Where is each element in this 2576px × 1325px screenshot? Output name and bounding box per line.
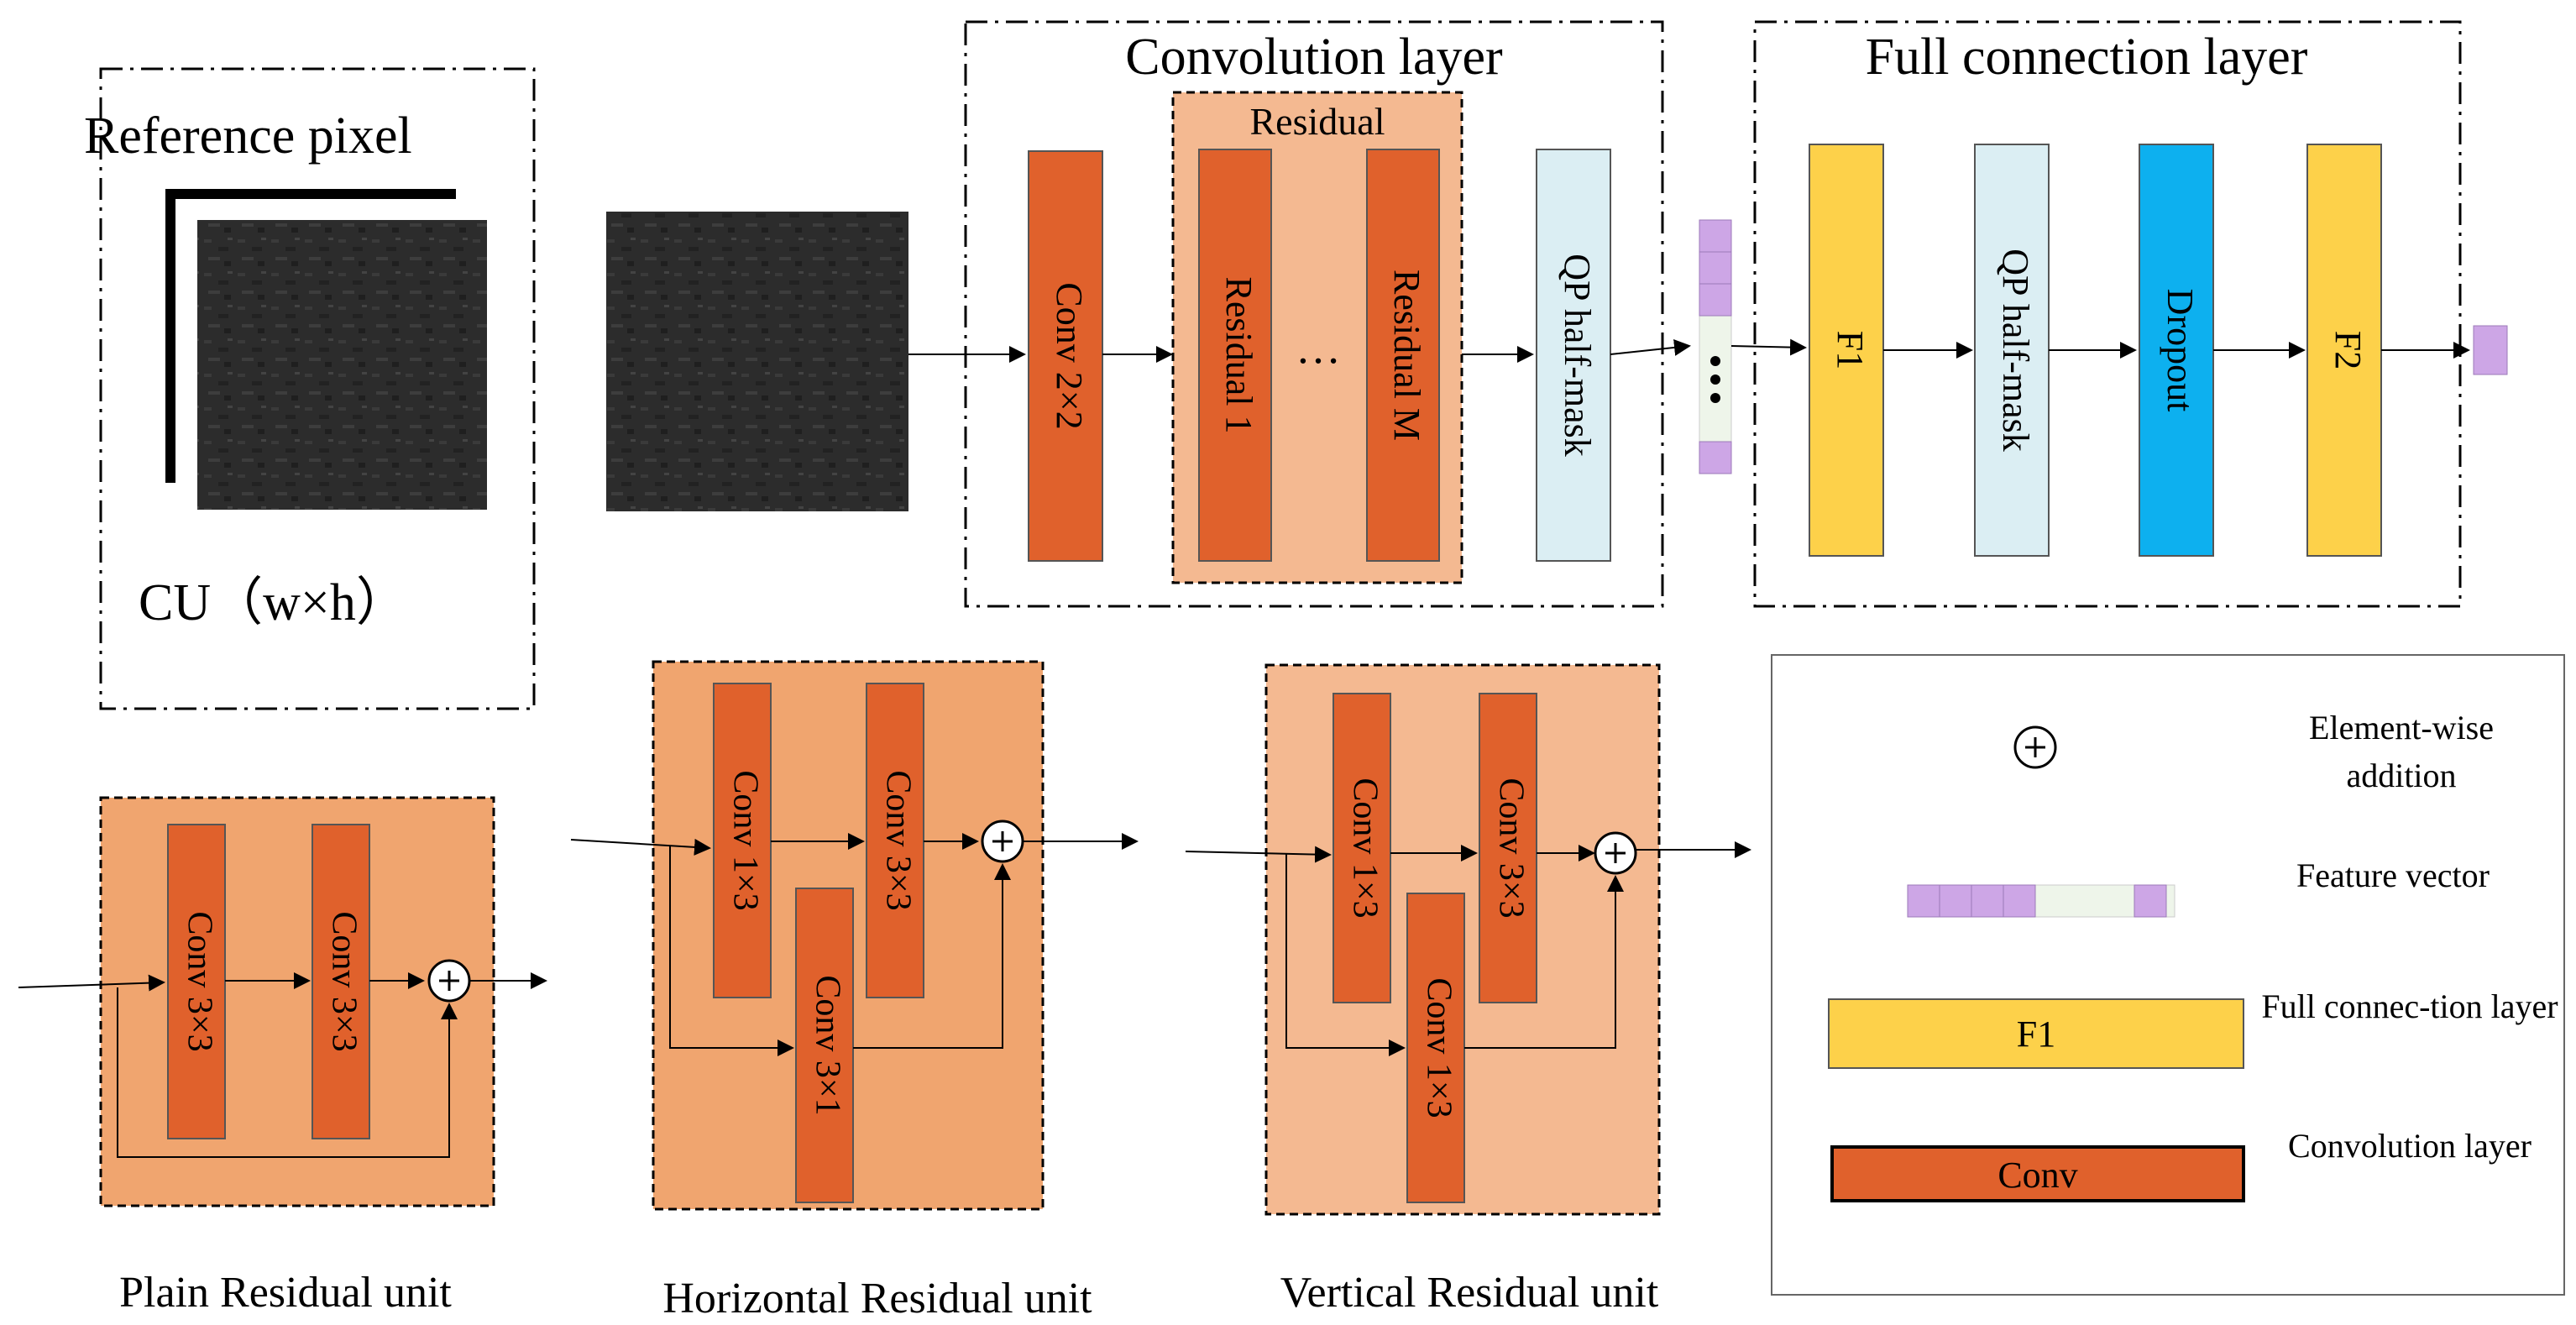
- vertical-conv-c-label: Conv 1×3: [1419, 977, 1458, 1118]
- reference-pixel-label: Reference pixel: [84, 107, 412, 165]
- plain-skip-path: [117, 987, 458, 1158]
- f1-label: F1: [1830, 331, 1871, 369]
- cu-image: [197, 220, 487, 510]
- horizontal-caption: Horizontal Residual unit: [662, 1275, 1092, 1322]
- legend-fc-sample-label: F1: [2017, 1013, 2055, 1055]
- vertical-branch-path: [1285, 853, 1406, 1056]
- legend-feature-cell: [2134, 884, 2167, 918]
- vertical-input-arrow: [1185, 846, 1332, 863]
- vertical-conv-a: [1333, 693, 1391, 1003]
- qp-half-mask-conv-label: QP half-mask: [1557, 254, 1598, 457]
- convolution-title: Convolution layer: [1125, 29, 1503, 86]
- legend-fc-box: Full connec-tion layer: [2261, 987, 2558, 1025]
- horizontal-branch-path: [669, 846, 794, 1056]
- plain-caption: Plain Residual unit: [119, 1269, 452, 1317]
- residual-group-label: Residual: [1250, 100, 1385, 143]
- legend-conv-sample-label: Conv: [1997, 1155, 2077, 1196]
- feature-cell: [1699, 441, 1732, 474]
- horizontal-conv-c-label: Conv 3×1: [808, 975, 846, 1115]
- plain-input-arrow: [18, 974, 165, 992]
- feature-cell: [1699, 251, 1732, 285]
- output-feature: [2473, 325, 2508, 375]
- horizontal-conv-a-label: Conv 1×3: [725, 770, 764, 910]
- legend: Element-wise addition Feature vector F1 …: [1771, 654, 2565, 1296]
- fc-title: Full connection layer: [1866, 29, 2308, 86]
- convolution-section: Convolution layer Conv 2×2 Residual Resi…: [908, 20, 1691, 608]
- legend-fc-sample: [1828, 998, 2244, 1069]
- residual-m-block: [1366, 149, 1440, 562]
- horizontal-conv-c: [795, 888, 854, 1203]
- cu-label: CU（w×h）: [139, 574, 408, 631]
- arrow-mask-to-feature: [1610, 338, 1691, 356]
- plain-unit-frame: [99, 796, 495, 1207]
- qp-half-mask-conv-block: [1536, 149, 1611, 562]
- input-frame: [99, 67, 536, 710]
- legend-fc-text: Full connec-tion layer: [2261, 987, 2558, 1025]
- plain-residual-unit: Conv 3×3 Conv 3×3 Plain Residual unit: [18, 796, 547, 1317]
- dropout-block: [2139, 144, 2214, 557]
- fc-section: Full connection layer F1 QP half-mask Dr…: [1753, 20, 2508, 608]
- vertical-conv-a-label: Conv 1×3: [1345, 778, 1384, 918]
- residual-m-label: Residual M: [1386, 270, 1427, 441]
- vertical-add-icon: [1605, 843, 1626, 863]
- feature-cell: [1699, 219, 1732, 253]
- vertical-residual-unit: Conv 1×3 Conv 3×3 Conv 1×3 Vertical Resi…: [1185, 663, 1751, 1317]
- residual-1-block: [1198, 149, 1272, 562]
- horizontal-add-icon: [992, 831, 1013, 851]
- reference-pixel-top-bar: [165, 189, 456, 199]
- feature-dot: [1710, 393, 1720, 403]
- feature-vector: [1699, 219, 1807, 474]
- qp-half-mask-fc-label: QP half-mask: [1995, 249, 2036, 452]
- legend-addition-text: Element-wise addition: [2309, 709, 2494, 794]
- residual-ellipsis: …: [1296, 322, 1341, 373]
- feature-dot: [1710, 374, 1720, 385]
- fc-frame: [1753, 20, 2462, 608]
- legend-conv-text: Convolution layer: [2288, 1127, 2531, 1165]
- conv-2x2-block: [1028, 150, 1103, 562]
- input-section: Reference pixel CU（w×h）: [84, 67, 908, 710]
- vertical-caption: Vertical Residual unit: [1280, 1269, 1659, 1317]
- vertical-conv-b: [1479, 693, 1537, 1003]
- cu-image-copy: [606, 212, 908, 511]
- feature-cell: [1699, 283, 1732, 317]
- horizontal-residual-unit: Conv 1×3 Conv 3×3 Conv 3×1 Horizontal Re…: [570, 660, 1139, 1322]
- legend-feature-cell: [1939, 884, 1972, 918]
- horizontal-conv-a: [713, 683, 772, 998]
- vertical-conv-b-label: Conv 3×3: [1491, 778, 1530, 918]
- legend-feature-vector: [1907, 884, 2175, 918]
- plain-conv-b-label: Conv 3×3: [324, 911, 363, 1051]
- f1-block: [1809, 144, 1884, 557]
- legend-feature-cell: [1971, 884, 2004, 918]
- residual-1-label: Residual 1: [1218, 277, 1259, 434]
- vertical-conv-c: [1406, 893, 1465, 1203]
- legend-feature-text: Feature vector: [2296, 856, 2490, 894]
- horizontal-input-arrow: [570, 838, 711, 856]
- reference-pixel-left-bar: [165, 189, 175, 483]
- plain-conv-a-label: Conv 3×3: [180, 911, 218, 1051]
- legend-feature-box: Feature vector: [2296, 856, 2490, 894]
- vertical-merge-path: [1464, 875, 1624, 1049]
- legend-conv-box: Convolution layer: [2288, 1127, 2531, 1165]
- qp-half-mask-fc-block: [1974, 144, 2050, 557]
- f2-label: F2: [2327, 331, 2369, 369]
- feature-dot: [1710, 356, 1720, 366]
- convolution-frame: [964, 20, 1664, 608]
- plain-conv-b: [312, 824, 370, 1139]
- arrow-feature-to-fc: [1730, 338, 1807, 356]
- legend-feature-cell: [1907, 884, 1940, 918]
- horizontal-conv-b-label: Conv 3×3: [878, 770, 917, 910]
- conv-2x2-label: Conv 2×2: [1049, 282, 1090, 429]
- plain-add-icon: [439, 971, 459, 991]
- legend-feature-cell: [2003, 884, 2036, 918]
- dropout-label: Dropout: [2160, 289, 2201, 412]
- legend-plus-icon: [2025, 737, 2045, 757]
- horizontal-merge-path: [853, 863, 1011, 1049]
- plain-conv-a: [167, 824, 226, 1139]
- legend-addition-box: Element-wise addition: [2309, 709, 2494, 794]
- legend-conv-sample: [1830, 1145, 2245, 1202]
- horizontal-conv-b: [866, 683, 924, 998]
